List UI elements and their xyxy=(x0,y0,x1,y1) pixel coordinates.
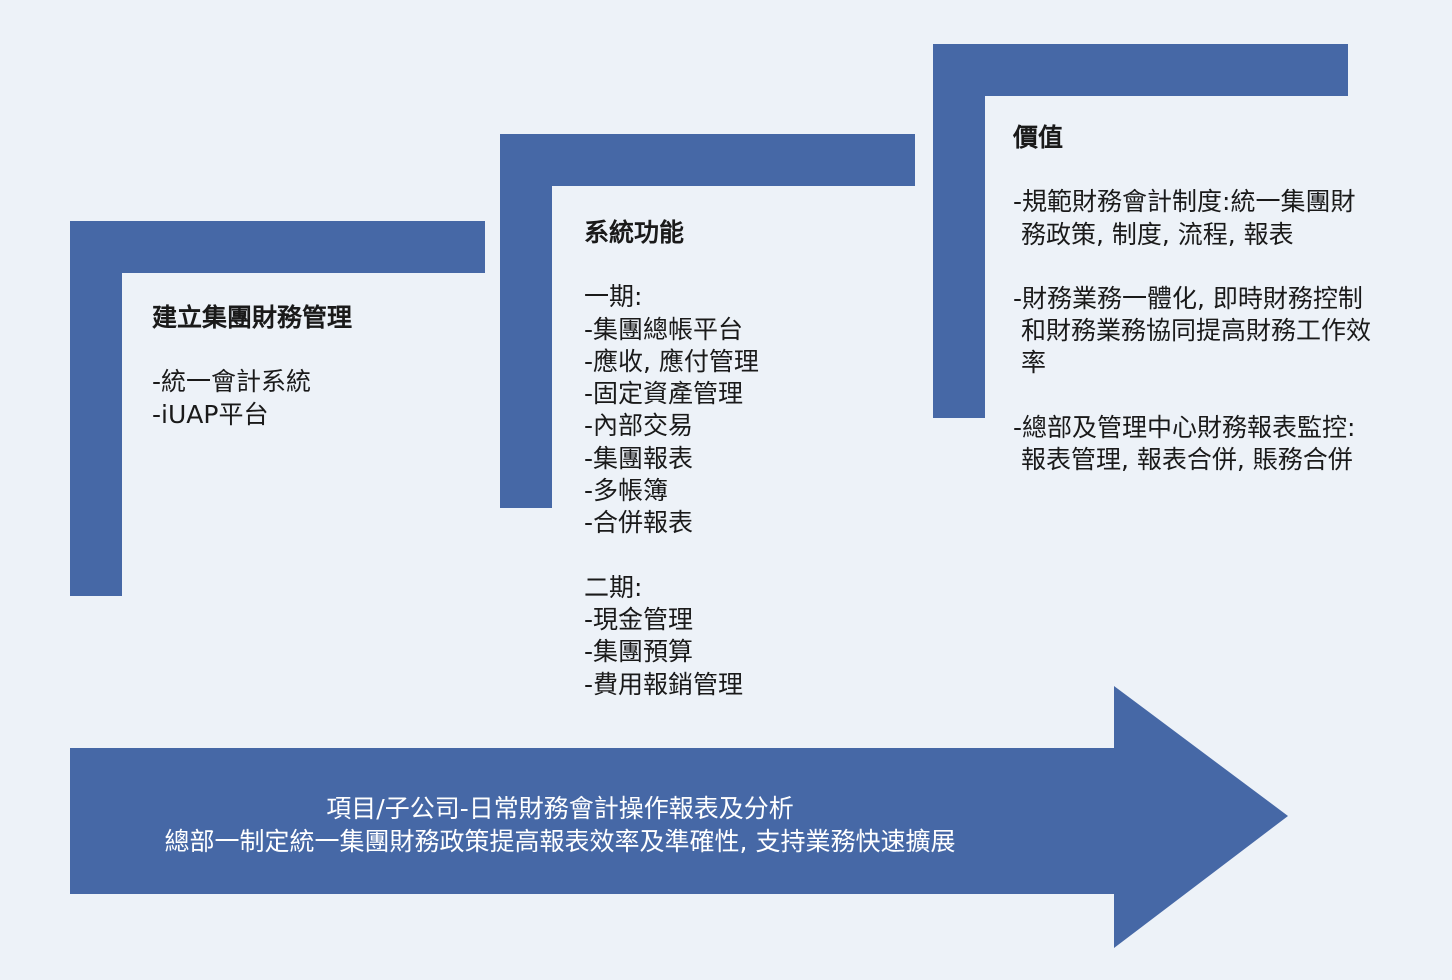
stage-1-item: -iUAP平台 xyxy=(152,399,269,429)
value-point-1-rest: 務政策, 制度, 流程, 報表 xyxy=(1021,219,1294,249)
value-point-2-first-line: -財務業務一體化, 即時財務控制 xyxy=(1013,283,1363,313)
stage-1-bracket-top xyxy=(70,221,485,273)
value-point-2-rest: 和財務業務協同提高財務工作效率 xyxy=(1021,316,1372,378)
stage-2-bracket-side xyxy=(500,134,552,508)
stage-1-bracket-side xyxy=(70,221,122,596)
stage-1-title: 建立集團財務管理 xyxy=(152,303,353,332)
value-point-2: -財務業務一體化, 即時財務控制 和財務業務協同提高財務工作效率 xyxy=(1013,283,1393,380)
phase-1-item: -應收, 應付管理 xyxy=(584,346,759,376)
stage-2-title: 系統功能 xyxy=(584,218,685,247)
arrow-text-line-1: 項目/子公司-日常財務會計操作報表及分析 xyxy=(326,794,794,823)
arrow-text: 項目/子公司-日常財務會計操作報表及分析 總部一制定統一集團財務政策提高報表效率… xyxy=(150,792,970,858)
phase-2-item: -現金管理 xyxy=(584,604,694,634)
phase-1-item: -集團總帳平台 xyxy=(584,314,744,344)
arrow-text-line-2: 總部一制定統一集團財務政策提高報表效率及準確性, 支持業務快速擴展 xyxy=(164,827,956,856)
phase-1-item: -多帳簿 xyxy=(584,476,669,506)
value-point-3-first-line: -總部及管理中心財務報表監控: xyxy=(1013,412,1356,442)
phase-1-item: -固定資產管理 xyxy=(584,379,744,409)
progress-arrow-shape xyxy=(70,686,1288,948)
phase-1-item: -內部交易 xyxy=(584,411,694,441)
stage-3-title: 價值 xyxy=(1013,123,1064,152)
stage-3-bracket-side xyxy=(933,44,985,418)
value-point-3: -總部及管理中心財務報表監控: 報表管理, 報表合併, 賬務合併 xyxy=(1013,412,1393,477)
value-point-3-rest: 報表管理, 報表合併, 賬務合併 xyxy=(1021,445,1353,475)
stage-2-bracket-top xyxy=(500,134,915,186)
phase-2-item: -集團預算 xyxy=(584,637,694,667)
stage-3-text: 價值 -規範財務會計制度:統一集團財 務政策, 制度, 流程, 報表 -財務業務… xyxy=(1013,122,1393,476)
stage-3-bracket-top xyxy=(933,44,1348,96)
stage-1-text: 建立集團財務管理 -統一會計系統 -iUAP平台 xyxy=(152,302,352,431)
phase-2-item: -費用報銷管理 xyxy=(584,669,744,699)
value-point-1: -規範財務會計制度:統一集團財 務政策, 制度, 流程, 報表 xyxy=(1013,186,1393,251)
phase-1-item: -集團報表 xyxy=(584,443,694,473)
stage-1-item: -統一會計系統 xyxy=(152,367,312,397)
phase-1-item: -合併報表 xyxy=(584,508,694,538)
phase-2-label: 二期: xyxy=(584,572,643,602)
phase-1-label: 一期: xyxy=(584,282,643,312)
value-point-1-first-line: -規範財務會計制度:統一集團財 xyxy=(1013,187,1356,217)
stage-2-text: 系統功能 一期: -集團總帳平台 -應收, 應付管理 -固定資產管理 -內部交易… xyxy=(584,217,759,701)
